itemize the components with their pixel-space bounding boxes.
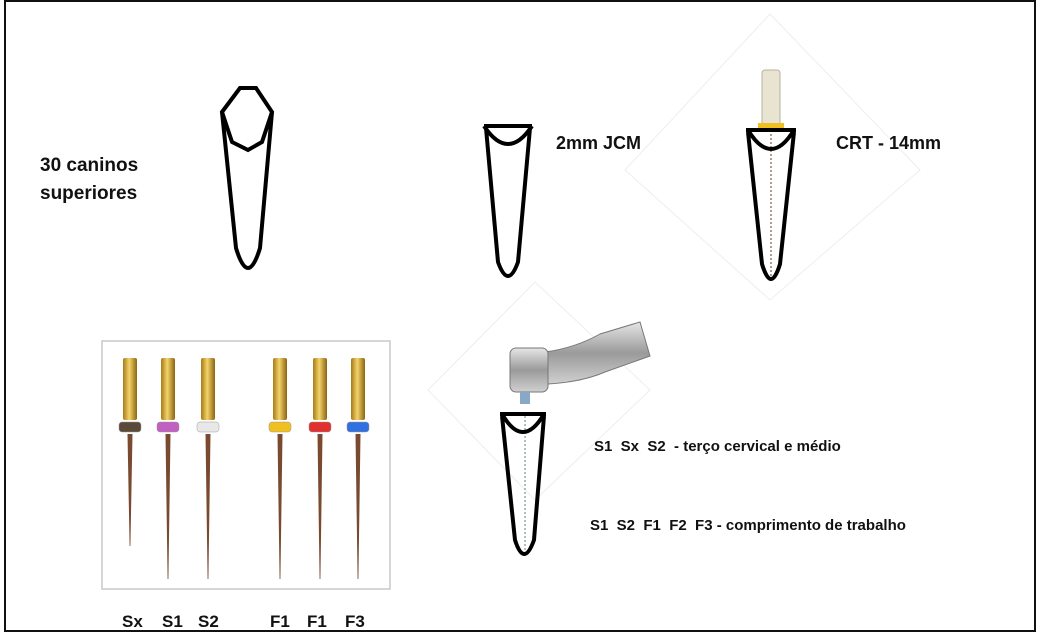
file-label-4: F1 [270,612,290,632]
canine-tooth-outline [222,88,272,268]
handpiece-panel [428,282,650,556]
crt-label: CRT - 14mm [836,133,941,154]
file-label-3: S2 [198,612,219,632]
crt-panel [625,14,920,300]
root-jcm-outline [484,126,532,276]
file-labels: Sx S1 S2 F1 F1 F3 [0,612,1041,632]
step-cervical-label: S1 Sx S2 - terço cervical e médio [594,438,841,455]
sample-label: 30 caninos superiores [40,152,138,208]
crt-file-handle [762,70,780,125]
file-set-photo [102,341,390,589]
file-label-5: F1 [307,612,327,632]
jcm-label: 2mm JCM [556,133,641,154]
step-working-label: S1 S2 F1 F2 F3 - comprimento de trabalho [590,517,906,534]
file-label-6: F3 [345,612,365,632]
file-label-2: S1 [162,612,183,632]
file-label-1: Sx [122,612,143,632]
